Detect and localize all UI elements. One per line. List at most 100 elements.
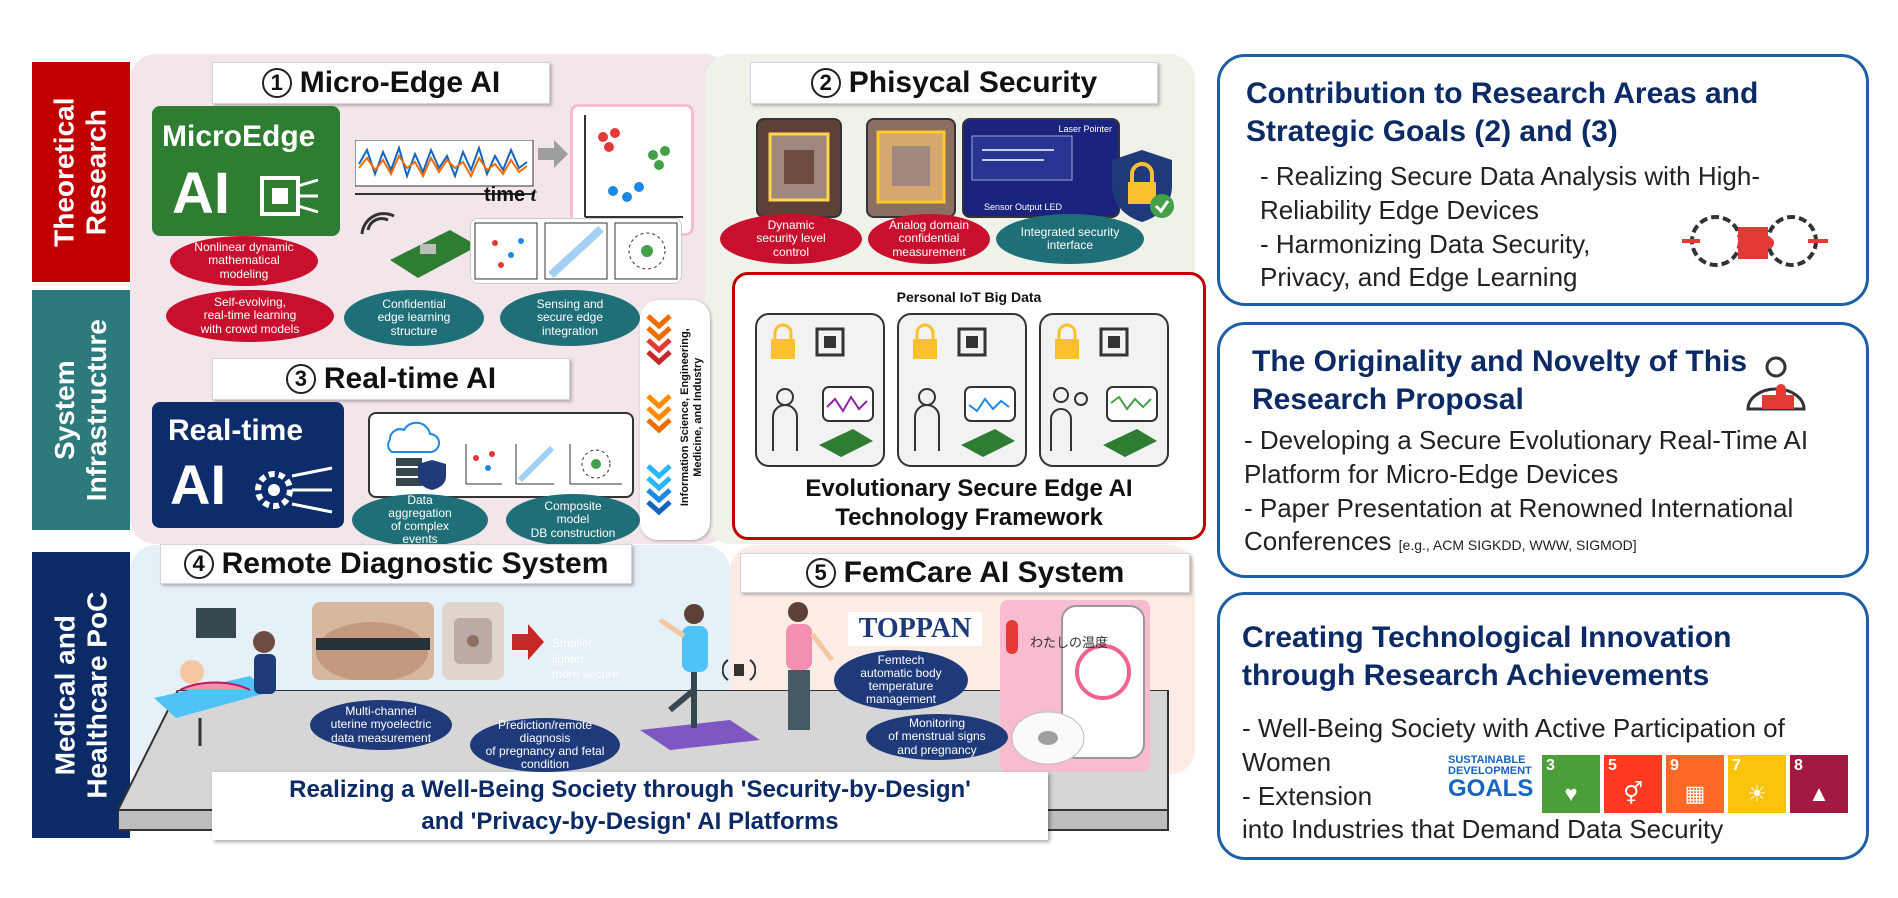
realtime-logo-top: Real-time	[168, 414, 304, 447]
edge-device-board-icon	[360, 212, 478, 278]
sdg-goal-num: 9	[1670, 757, 1679, 774]
iot-card-3	[1039, 313, 1169, 467]
arrow-right-icon	[512, 624, 544, 660]
band-system-label: System Infrastructure	[48, 318, 113, 502]
laser-pointer-label: Laser Pointer	[1058, 124, 1112, 134]
sensor-output-label: Sensor Output LED	[984, 202, 1063, 212]
framework-subtitle: Personal IoT Big Data	[896, 289, 1042, 305]
section-title-micro-edge: 1 Micro-Edge AI	[212, 62, 550, 104]
security-shield-icon	[1112, 150, 1174, 222]
time-axis-label: time t	[484, 184, 536, 207]
section-title-text: Micro-Edge AI	[299, 66, 501, 99]
arrow-right-icon	[538, 140, 568, 168]
sdg-goal-8-icon: 8▲	[1790, 755, 1848, 813]
framework-title-line2: Technology Framework	[835, 503, 1103, 531]
framework-box: Personal IoT Big Data	[732, 272, 1206, 540]
section-title-text: Phisycal Security	[848, 66, 1098, 99]
oval-self-evolving: Self-evolving, real-time learning with c…	[166, 290, 334, 342]
section-number: 3	[285, 364, 316, 394]
smartphone-thermometer-icon	[1006, 605, 1145, 765]
framework-title: Evolutionary Secure Edge AI Technology F…	[735, 475, 1203, 533]
sdg-logo-line3: GOALS	[1448, 775, 1534, 802]
chip-die-icon	[768, 132, 830, 202]
sensor-belt-icon	[316, 622, 430, 680]
sdg-goal-7-icon: 7☀	[1728, 755, 1786, 813]
originality-item-2: - Paper Presentation at Renowned Interna…	[1244, 492, 1844, 560]
device-photo	[442, 602, 504, 680]
originality-item-2-note: [e.g., ACM SIGKDD, WWW, SIGMOD]	[1398, 537, 1637, 554]
time-series-waveform	[355, 140, 534, 195]
section-number: 1	[261, 68, 292, 98]
oval-sensing: Sensing and secure edge integration	[500, 290, 640, 346]
sdg-logo: SUSTAINABLE DEVELOPMENT GOALS	[1448, 755, 1548, 813]
section-title-realtime: 3 Real-time AI	[212, 358, 570, 400]
micro-edge-logo-bottom: AI	[172, 161, 230, 226]
oval-integrated-security: Integrated security interface	[996, 214, 1144, 264]
scatter-cluster-icon	[584, 115, 683, 218]
ultrasound-exam-icon	[154, 608, 276, 746]
chip-photo-2	[866, 118, 956, 218]
iot-card-1	[755, 313, 885, 467]
originality-item-1: - Developing a Secure Evolutionary Real-…	[1244, 425, 1809, 489]
chip-photo-1	[756, 118, 842, 218]
realtime-logo-bottom: AI	[170, 453, 226, 516]
scatter-panels	[470, 218, 682, 284]
oval-nonlinear-modeling: Nonlinear dynamic mathematical modeling	[170, 236, 318, 286]
oval-prediction: Prediction/remote diagnosis of pregnancy…	[470, 718, 620, 772]
gears-puzzle-icon	[1682, 215, 1828, 267]
banner-line1: Realizing a Well-Being Society through '…	[289, 775, 971, 803]
benefit-secure: more secure	[552, 667, 619, 682]
patch-device-icon	[454, 618, 492, 664]
section-number: 2	[810, 68, 841, 98]
yoga-woman-icon	[640, 604, 760, 750]
sdg-goal-num: 8	[1794, 757, 1803, 774]
sdg-goal-3-icon: 3♥	[1542, 755, 1600, 813]
card-contribution: Contribution to Research Areas and Strat…	[1217, 54, 1869, 306]
band-medical-poc: Medical and Healthcare PoC	[32, 552, 130, 838]
card-innovation-title: Creating Technological Innovation throug…	[1242, 621, 1732, 692]
sdg-goal-9-icon: 9▦	[1666, 755, 1724, 813]
device-benefits: Smaller lighter more secure	[552, 636, 619, 683]
person-device-icon	[771, 323, 874, 457]
innovation-item-2b: into Industries that Demand Data Securit…	[1242, 814, 1724, 845]
sdg-goal-num: 3	[1546, 757, 1555, 774]
banner-line2: and 'Privacy-by-Design' AI Platforms	[421, 808, 839, 835]
band-system-infrastructure: System Infrastructure	[32, 290, 130, 530]
section-title-text: FemCare AI System	[843, 556, 1125, 589]
innovation-item-1: - Well-Being Society with Active Partici…	[1242, 713, 1785, 777]
bottom-banner: Realizing a Well-Being Society through '…	[212, 772, 1048, 840]
oval-multichannel: Multi-channel uterine myoelectric data m…	[310, 700, 452, 750]
screen-photo: Laser Pointer Sensor Output LED	[962, 118, 1120, 218]
family-device-icon	[1050, 323, 1158, 457]
originality-item-2-main: - Paper Presentation at Renowned Interna…	[1244, 492, 1794, 557]
monitor-icon	[971, 135, 1073, 181]
section-number: 5	[805, 558, 836, 588]
oval-composite-model: Composite model DB construction	[506, 494, 640, 546]
person-puzzle-icon	[1746, 356, 1806, 411]
section-title-text: Real-time AI	[323, 362, 497, 395]
realtime-ai-logo: Real-time AI	[152, 402, 344, 528]
oval-monitoring: Monitoring of menstrual signs and pregna…	[866, 714, 1008, 760]
chip-icon	[260, 176, 319, 216]
card-innovation: Creating Technological Innovation throug…	[1217, 592, 1869, 860]
analog-chip-icon	[876, 130, 946, 204]
section-title-text: Remote Diagnostic System	[221, 547, 609, 580]
contribution-item-1: - Realizing Secure Data Analysis with Hi…	[1260, 161, 1760, 225]
iot-card-2	[897, 313, 1027, 467]
gear-circuit-icon	[255, 466, 333, 514]
sdg-logo-line1: SUSTAINABLE	[1448, 754, 1526, 766]
cluster-plot	[570, 104, 694, 236]
oval-dynamic-security: Dynamic security level control	[720, 214, 862, 264]
discipline-text: Information Science, Engineering, Medici…	[678, 328, 704, 507]
chevron-down-icon	[646, 314, 672, 516]
sdg-goal-5-icon: 5⚥	[1604, 755, 1662, 813]
micro-edge-logo: MicroEdge AI	[152, 106, 340, 236]
app-photo: わたしの温度	[1000, 600, 1150, 772]
oval-analog-domain: Analog domain confidential measurement	[868, 214, 990, 264]
benefit-smaller: Smaller	[552, 636, 593, 650]
card-originality-title: The Originality and Novelty of This Rese…	[1252, 345, 1748, 416]
section-title-remote: 4 Remote Diagnostic System	[160, 544, 632, 584]
sdg-logo-line2: DEVELOPMENT	[1448, 765, 1532, 777]
band-theoretical-research: Theoretical Research	[32, 62, 130, 282]
oval-data-aggregation: Data aggregation of complex events	[352, 493, 488, 546]
